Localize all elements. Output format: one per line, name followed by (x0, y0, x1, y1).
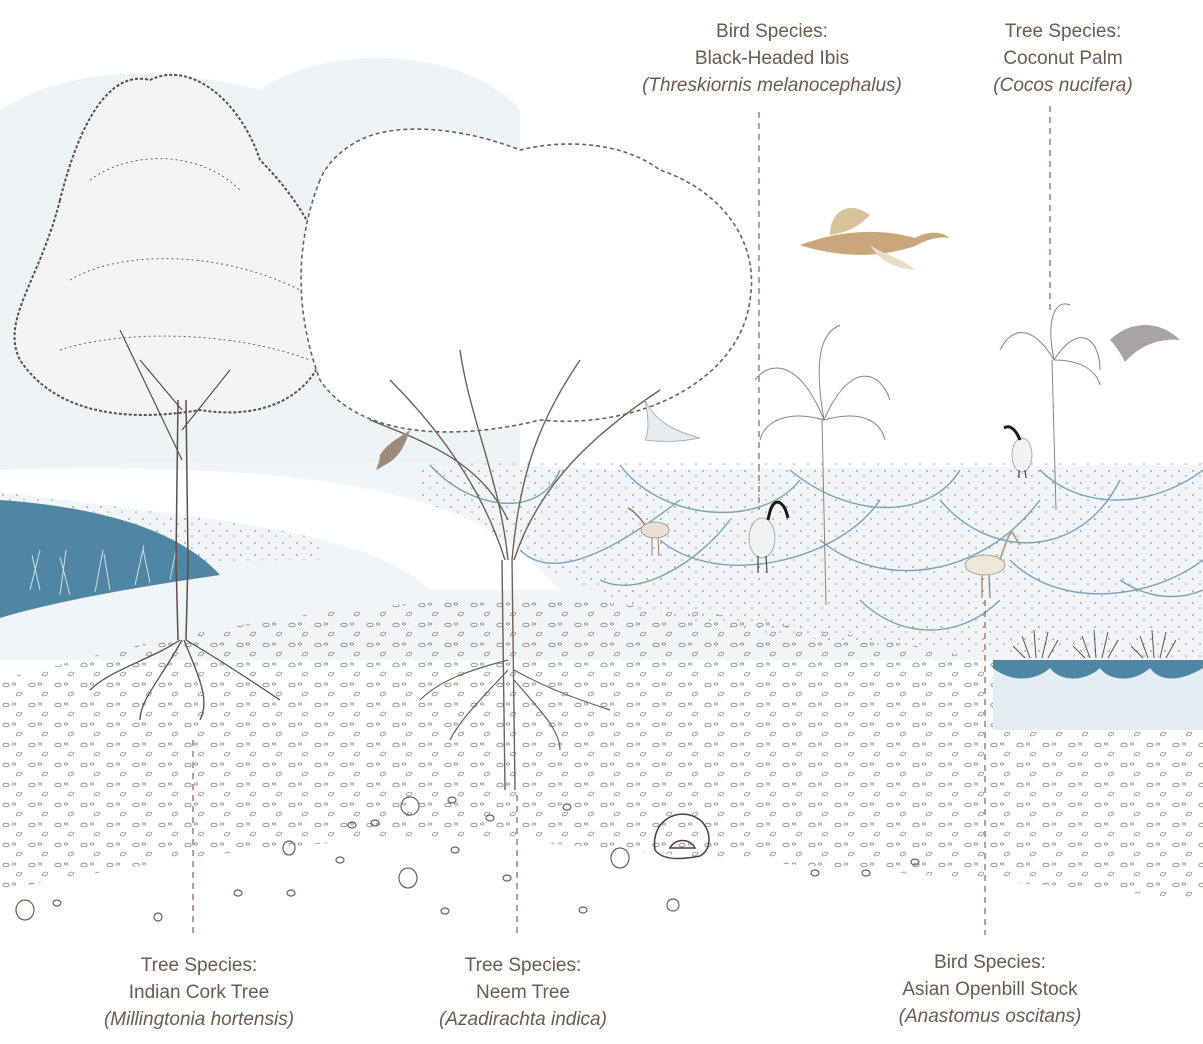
egret-flying (644, 399, 701, 442)
right-pond (993, 660, 1203, 730)
flying-bird-left (376, 430, 410, 470)
label-kind: Tree Species: (1004, 21, 1122, 42)
label-common-name: Neem Tree (476, 982, 570, 1003)
label-scientific-name: (Threskiornis melanocephalus) (642, 75, 902, 96)
flying-bird-right (1110, 325, 1180, 362)
label-common-name: Indian Cork Tree (128, 982, 270, 1003)
label-kind: Bird Species: (716, 21, 828, 42)
label-scientific-name: (Cocos nucifera) (993, 75, 1133, 96)
pebble-icon (15, 796, 920, 922)
label-scientific-name: (Millingtonia hortensis) (103, 1009, 295, 1030)
label-scientific-name: (Azadirachta indica) (439, 1009, 607, 1030)
neem-tree (300, 128, 753, 791)
label-coconut-palm: Tree Species: Coconut Palm (Cocos nucife… (993, 18, 1132, 99)
wading-bird (627, 507, 670, 557)
label-scientific-name: (Anastomus oscitans) (898, 1006, 1082, 1027)
label-common-name: Black-Headed Ibis (694, 48, 850, 69)
label-neem-tree: Tree Species: Neem Tree (Azadirachta ind… (439, 952, 607, 1033)
wetland-arcs (429, 464, 1203, 631)
pebble-ground (0, 600, 1203, 900)
ibis-standing-1 (748, 500, 790, 574)
ibis-standing-2 (1003, 425, 1033, 479)
label-kind: Bird Species: (934, 952, 1046, 973)
label-black-headed-ibis: Bird Species: Black-Headed Ibis (Threski… (642, 18, 902, 99)
left-pond (0, 500, 220, 618)
shell-icon (653, 813, 710, 860)
coconut-palm-right (999, 303, 1101, 511)
label-common-name: Coconut Palm (1003, 48, 1123, 69)
label-asian-openbill-stock: Bird Species: Asian Openbill Stock (Anas… (899, 949, 1082, 1030)
label-kind: Tree Species: (464, 955, 582, 976)
coconut-palm-mid (754, 324, 891, 606)
pond-reeds (29, 544, 177, 596)
leader-lines (192, 106, 1051, 938)
label-indian-cork-tree: Tree Species: Indian Cork Tree (Millingt… (104, 952, 294, 1033)
openbill-stork (964, 530, 1021, 599)
flying-ibis (800, 207, 950, 270)
white-path (0, 468, 560, 590)
label-kind: Tree Species: (140, 955, 258, 976)
wetland-stipple (420, 460, 1203, 660)
label-common-name: Asian Openbill Stock (902, 979, 1078, 1000)
indian-cork-tree (13, 73, 333, 721)
grass-tufts (1012, 629, 1177, 659)
